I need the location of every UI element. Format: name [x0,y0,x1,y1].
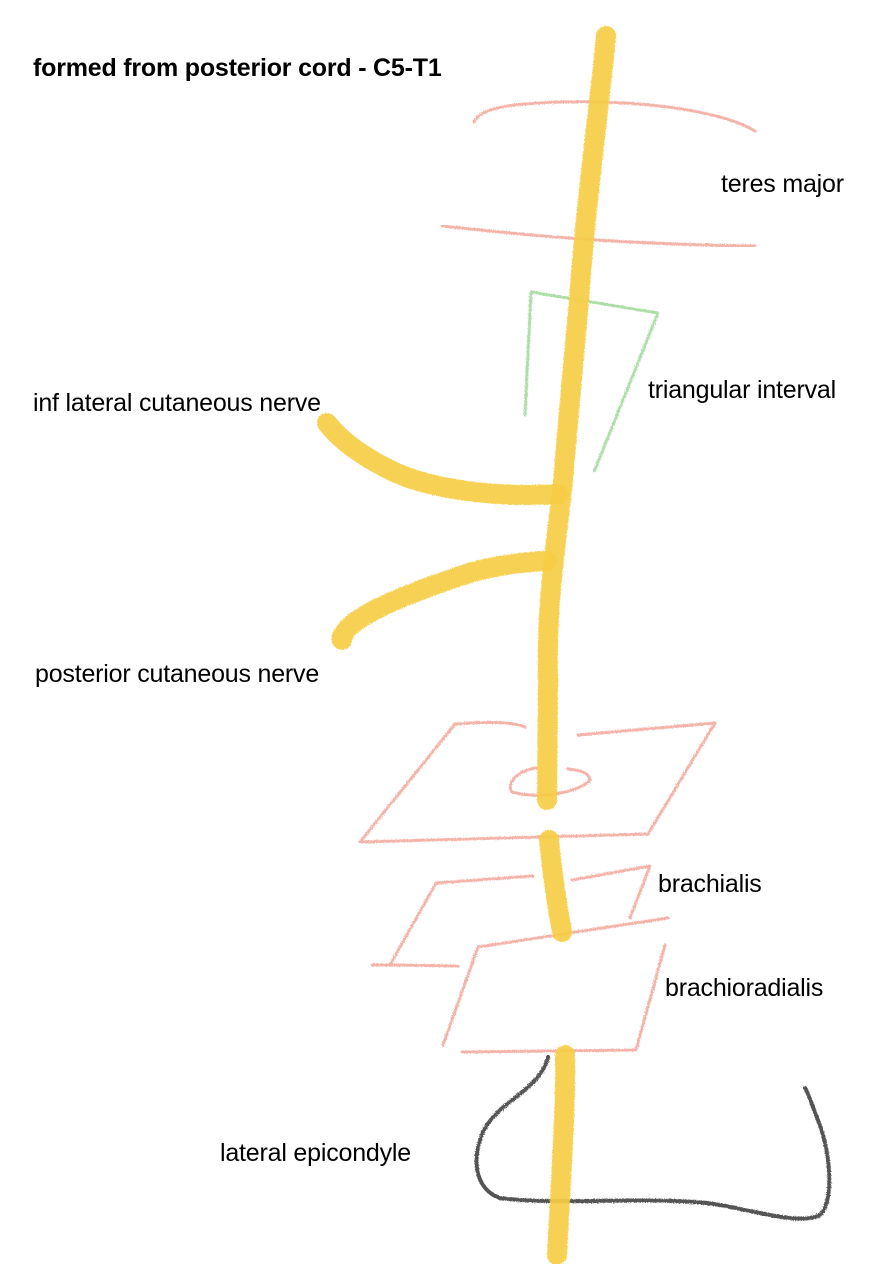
brachialis-lower-sheet [370,864,652,968]
lateral-epicondyle-shape [474,1055,832,1221]
brachialis-outline [358,720,717,968]
label-posterior-cutaneous-nerve: posterior cutaneous nerve [35,660,320,688]
lateral-epicondyle-outline [474,1055,832,1221]
radial-nerve-lower-segment [547,1045,576,1264]
label-inf-lateral-cutaneous-nerve: inf lateral cutaneous nerve [33,389,321,417]
brachioradialis-outline [441,916,670,1054]
radial-nerve-middle-segment [539,830,572,942]
inf-lateral-cutaneous-nerve-branch [317,413,568,505]
label-lateral-epicondyle: lateral epicondyle [220,1139,411,1167]
teres-major-upper-line [472,100,757,133]
posterior-cutaneous-nerve-branch [331,551,557,650]
label-brachialis: brachialis [658,870,762,898]
label-brachioradialis: brachioradialis [665,974,824,1002]
radial-nerve-upper-segment [537,26,616,810]
label-triangular-interval: triangular interval [648,376,836,404]
triangular-interval-shape [523,290,660,474]
label-teres-major: teres major [721,170,844,198]
triangular-interval-outline [523,290,660,474]
teres-major-outline [440,100,757,248]
nerve-ring [508,766,592,797]
diagram-title: formed from posterior cord - C5-T1 [33,54,442,82]
teres-major-lower-line [440,224,757,248]
brachioradialis-sheet [441,916,670,1054]
radial-nerve [317,26,616,1264]
brachialis-upper-sheet [358,720,717,844]
